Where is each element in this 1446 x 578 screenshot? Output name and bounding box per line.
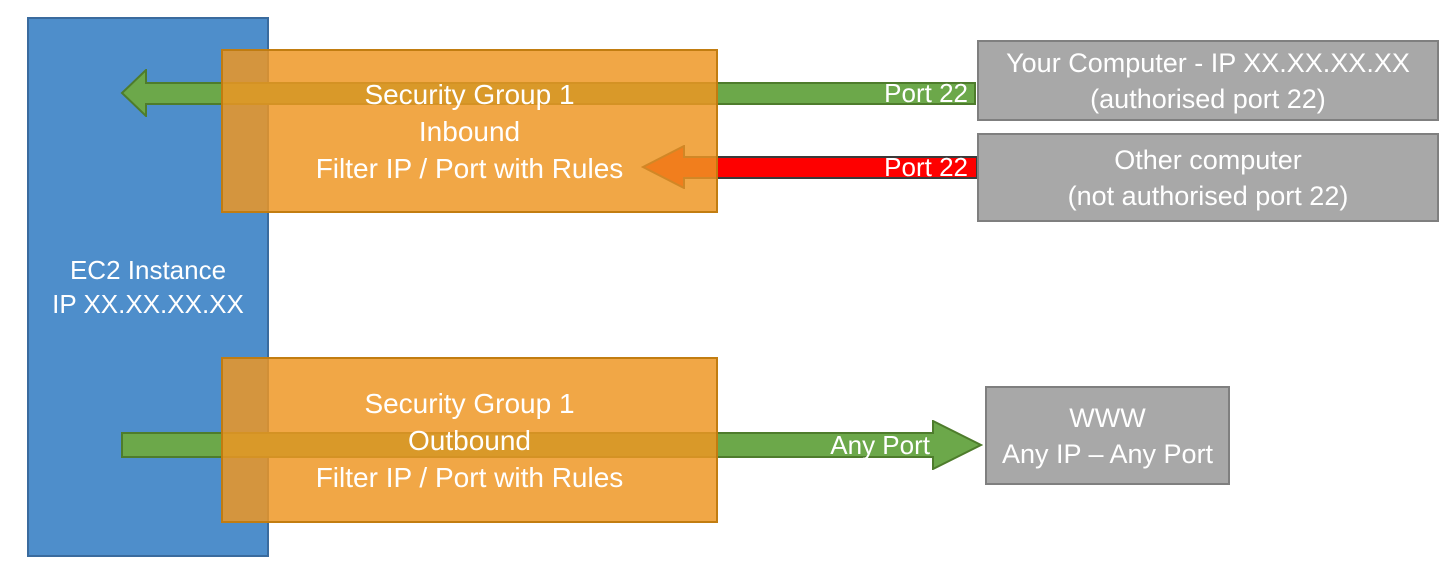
your-computer-box: Your Computer - IP XX.XX.XX.XX (authoris… (977, 40, 1439, 121)
inbound-allowed-port-label: Port 22 (884, 78, 968, 108)
www-label-line: WWW (1069, 402, 1146, 433)
inbound-blocked-port-label: Port 22 (884, 152, 968, 182)
sg-inbound-label-line: Filter IP / Port with Rules (315, 152, 624, 184)
outbound-security-group-box: Security Group 1 Outbound Filter IP / Po… (221, 357, 718, 523)
www-label-line: Any IP – Any Port (1001, 438, 1214, 469)
outbound-port-label: Any Port (830, 430, 930, 460)
other-computer-label-line: (not authorised port 22) (1067, 180, 1349, 211)
ec2-label-line: EC2 Instance (69, 255, 227, 285)
sg-inbound-label-line: Inbound (418, 115, 521, 147)
ec2-label-line: IP XX.XX.XX.XX (52, 289, 244, 319)
your-computer-label-line: (authorised port 22) (1090, 83, 1326, 114)
sg-inbound-label-line: Security Group 1 (364, 78, 575, 110)
other-computer-label-line: Other computer (1114, 144, 1302, 175)
your-computer-label-line: Your Computer - IP XX.XX.XX.XX (1006, 47, 1410, 78)
inbound-security-group-box: Security Group 1 Inbound Filter IP / Por… (221, 49, 718, 213)
other-computer-box: Other computer (not authorised port 22) (977, 133, 1439, 222)
sg-outbound-label-line: Filter IP / Port with Rules (315, 461, 624, 493)
www-box: WWW Any IP – Any Port (985, 386, 1230, 485)
sg-outbound-label-line: Outbound (408, 424, 531, 456)
sg-outbound-label-line: Security Group 1 (364, 387, 575, 419)
